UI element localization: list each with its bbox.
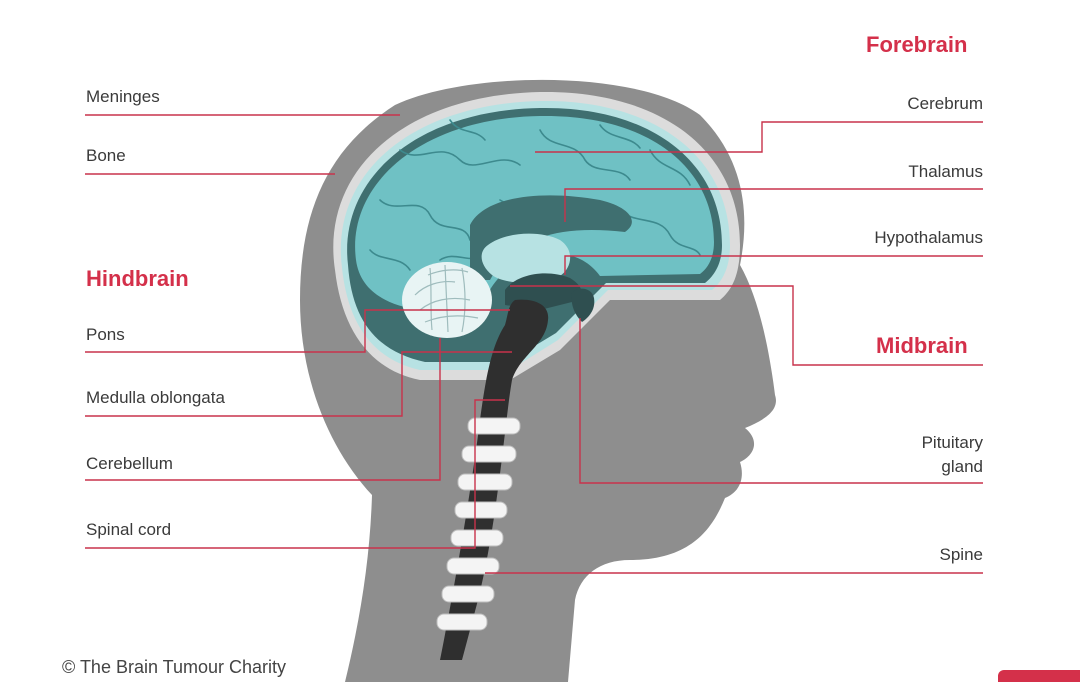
thalamus-shape bbox=[481, 233, 571, 283]
copyright-credit: © The Brain Tumour Charity bbox=[62, 657, 287, 677]
label-pituitary-line2: gland bbox=[941, 457, 983, 476]
leader-midbrain bbox=[510, 285, 983, 366]
label-pons: Pons bbox=[86, 325, 125, 344]
leader-thalamus bbox=[564, 188, 983, 222]
label-thalamus: Thalamus bbox=[908, 162, 983, 181]
section-forebrain: Forebrain bbox=[866, 32, 968, 57]
corpus-callosum bbox=[470, 195, 632, 280]
cerebrum-gyri bbox=[369, 119, 701, 271]
label-medulla-oblongata: Medulla oblongata bbox=[86, 388, 225, 407]
section-midbrain: Midbrain bbox=[876, 333, 968, 358]
leader-cerebrum bbox=[535, 121, 983, 153]
leader-spinal-cord bbox=[85, 399, 505, 549]
label-cerebellum: Cerebellum bbox=[86, 454, 173, 473]
label-cerebrum: Cerebrum bbox=[907, 94, 983, 113]
leader-lines bbox=[85, 114, 983, 574]
corner-tab bbox=[998, 670, 1080, 682]
leader-pons bbox=[85, 309, 510, 353]
leader-pituitary bbox=[579, 318, 983, 484]
section-hindbrain: Hindbrain bbox=[86, 266, 189, 291]
label-meninges: Meninges bbox=[86, 87, 160, 106]
label-hypothalamus: Hypothalamus bbox=[874, 228, 983, 247]
leader-cerebellum bbox=[85, 338, 441, 481]
label-spine: Spine bbox=[939, 545, 983, 564]
label-bone: Bone bbox=[86, 146, 126, 165]
label-spinal-cord: Spinal cord bbox=[86, 520, 172, 539]
cerebellum-shape bbox=[402, 262, 492, 338]
leader-hypothalamus bbox=[564, 255, 983, 275]
leader-medulla bbox=[85, 351, 512, 417]
label-pituitary-line1: Pituitary bbox=[921, 433, 983, 452]
pituitary-shape bbox=[571, 288, 595, 322]
